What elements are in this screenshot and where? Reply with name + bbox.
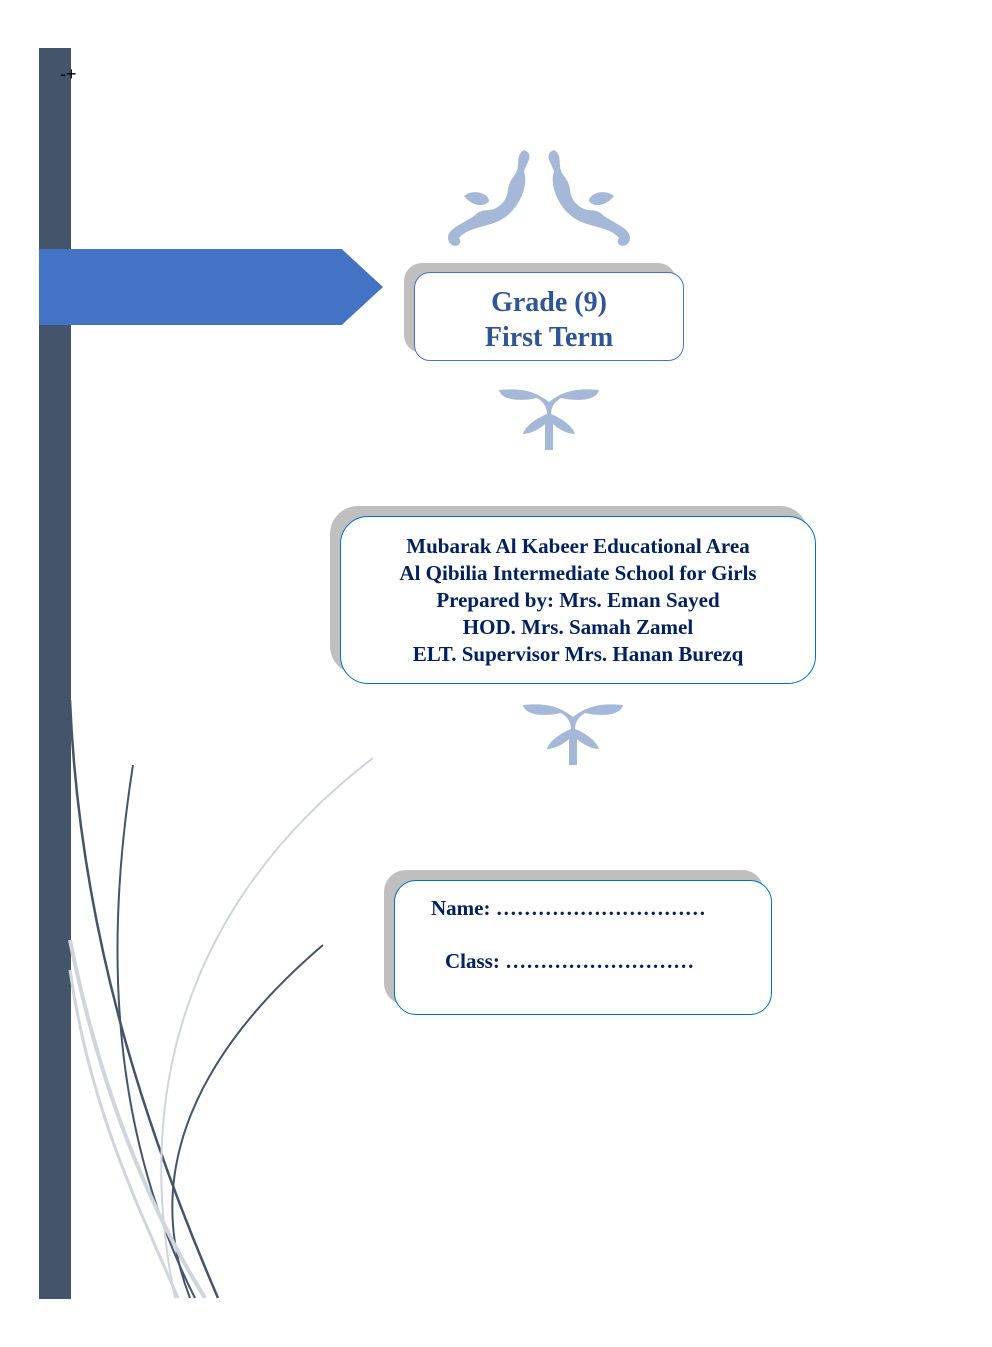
school-info-box: Mubarak Al Kabeer Educational Area Al Qi… bbox=[340, 516, 816, 684]
title-box: Grade (9) First Term bbox=[414, 272, 684, 361]
leaf-ornament-icon bbox=[499, 389, 599, 450]
term-title: First Term bbox=[484, 322, 614, 353]
grade-title: Grade (9) bbox=[491, 287, 607, 318]
student-info-box: Name: ………………………… Class: ……………………… bbox=[394, 880, 772, 1015]
class-field[interactable]: Class: ……………………… bbox=[445, 949, 695, 973]
name-field[interactable]: Name: ………………………… bbox=[431, 896, 706, 920]
leaf-ornament-icon bbox=[523, 704, 623, 765]
school-name: Al Qibilia Intermediate School for Girls bbox=[399, 561, 757, 585]
hod-name: HOD. Mrs. Samah Zamel bbox=[462, 615, 694, 639]
supervisor-name: ELT. Supervisor Mrs. Hanan Burezq bbox=[412, 642, 744, 666]
arrow-banner bbox=[39, 249, 383, 325]
prepared-by: Prepared by: Mrs. Eman Sayed bbox=[436, 588, 720, 612]
decorative-curves bbox=[68, 699, 374, 1300]
floral-ornament-icon bbox=[448, 150, 630, 246]
area-name: Mubarak Al Kabeer Educational Area bbox=[406, 534, 750, 558]
corner-marker: -+ bbox=[60, 64, 77, 84]
